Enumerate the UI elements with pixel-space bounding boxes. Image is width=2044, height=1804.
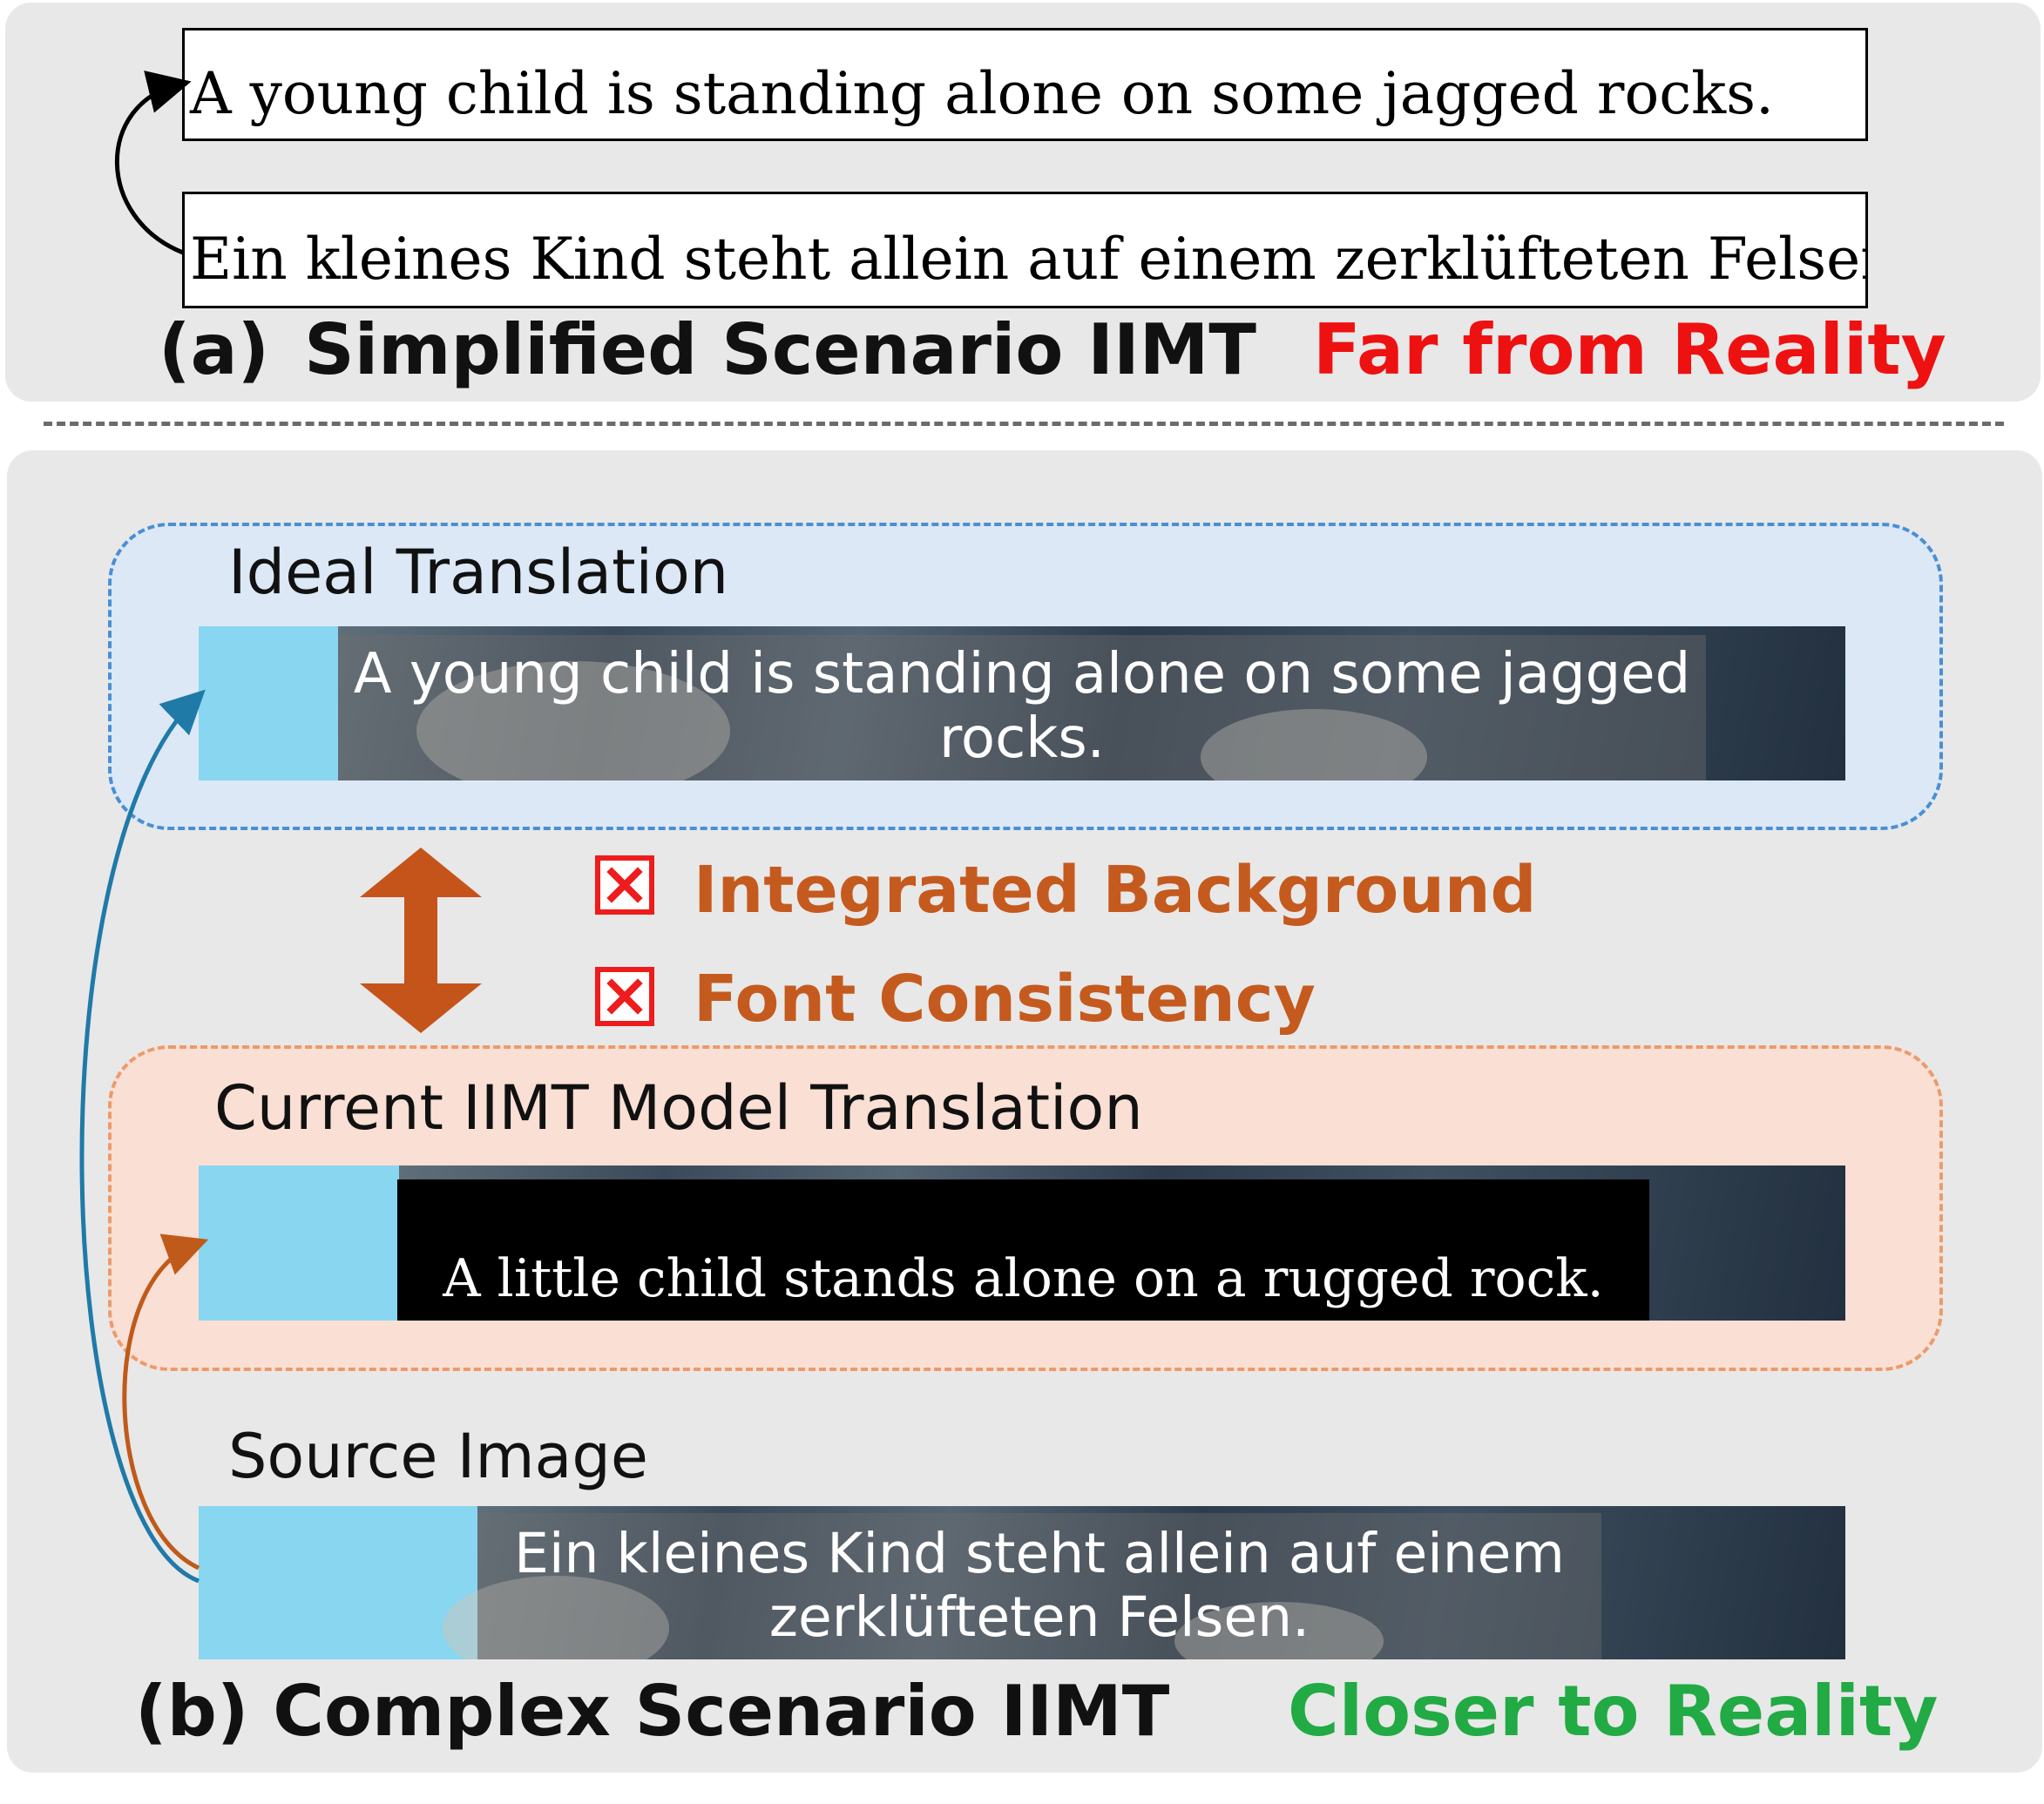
source-image-label: Source Image	[228, 1421, 648, 1492]
issue-integrated-background: Integrated Background	[694, 853, 1537, 928]
issue-font-consistency: Font Consistency	[694, 962, 1316, 1037]
german-sentence-box: Ein kleines Kind steht allein auf einem …	[182, 192, 1868, 308]
english-sentence-box: A young child is standing alone on some …	[182, 28, 1868, 141]
panel-b-caption: (b) Complex Scenario IIMT	[135, 1671, 1170, 1752]
source-to-ideal-arrow-icon	[79, 689, 206, 1584]
sky-region	[199, 1506, 477, 1659]
far-from-reality-label: Far from Reality	[1313, 309, 1946, 390]
black-text-box	[397, 1179, 1649, 1321]
ideal-translation-image: A young child is standing alone on some …	[199, 626, 1845, 780]
translation-arrow-icon	[114, 70, 192, 255]
source-to-current-arrow-icon	[122, 1233, 209, 1571]
text-overlay	[477, 1513, 1601, 1659]
text-overlay	[338, 635, 1706, 780]
panel-a-caption-prefix: (a)	[159, 309, 270, 390]
german-sentence: Ein kleines Kind steht allein auf einem …	[190, 226, 1868, 293]
current-image-text: A little child stands alone on a rugged …	[443, 1248, 1604, 1309]
ideal-translation-label: Ideal Translation	[228, 537, 729, 608]
panel-a-caption-title: Simplified Scenario IIMT	[304, 309, 1256, 390]
source-image-text: Ein kleines Kind steht allein auf einem …	[514, 1522, 1565, 1650]
closer-to-reality-label: Closer to Reality	[1288, 1671, 1939, 1752]
sky-region	[199, 1166, 399, 1321]
double-arrow-icon	[360, 848, 482, 1033]
rock-background	[477, 1506, 1845, 1659]
current-model-translation-image: A little child stands alone on a rugged …	[199, 1166, 1845, 1321]
ideal-image-text: A young child is standing alone on some …	[353, 642, 1691, 772]
cross-mark-icon	[595, 967, 654, 1026]
panel-a-caption: (a)Simplified Scenario IIMT	[159, 315, 1256, 385]
cross-mark-icon	[595, 855, 654, 915]
english-sentence: A young child is standing alone on some …	[190, 60, 1774, 127]
sky-region	[199, 626, 338, 780]
current-model-translation-label: Current IIMT Model Translation	[214, 1072, 1143, 1144]
panel-divider	[44, 422, 2004, 426]
source-image: Ein kleines Kind steht allein auf einem …	[199, 1506, 1845, 1659]
